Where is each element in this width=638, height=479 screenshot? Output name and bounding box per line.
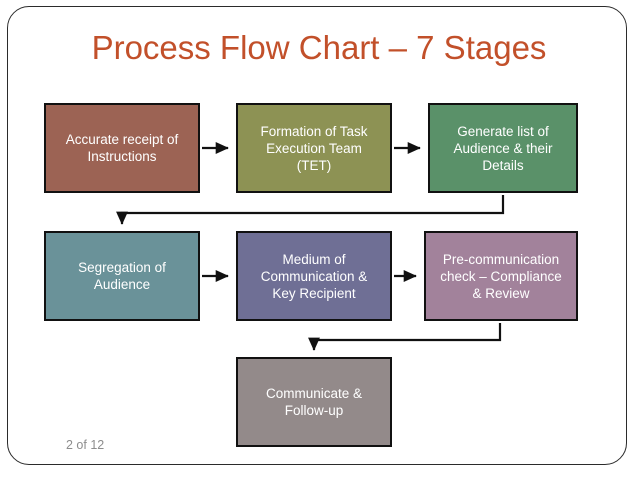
flow-node-segregation-of-audience[interactable]: Segregation of Audience: [44, 231, 200, 321]
flow-node-formation-of-task-execution-team[interactable]: Formation of Task Execution Team (TET): [236, 103, 392, 193]
flow-node-communicate-and-follow-up[interactable]: Communicate & Follow-up: [236, 357, 392, 447]
flow-node-accurate-receipt-of-instructions[interactable]: Accurate receipt of Instructions: [44, 103, 200, 193]
flow-node-label: Segregation of Audience: [78, 260, 166, 292]
flow-node-label: Generate list of Audience & their Detail…: [453, 123, 553, 173]
flow-node-pre-communication-check[interactable]: Pre-communication check – Compliance & R…: [424, 231, 578, 321]
page-title: Process Flow Chart – 7 Stages: [91, 29, 547, 66]
flow-node-label: Pre-communication check – Compliance & R…: [440, 251, 562, 301]
flow-node-label: Accurate receipt of Instructions: [65, 132, 179, 164]
flow-node-medium-of-communication[interactable]: Medium of Communication & Key Recipient: [236, 231, 392, 321]
flow-node-label: Medium of Communication & Key Recipient: [260, 251, 368, 301]
flow-node-label: Formation of Task Execution Team (TET): [260, 123, 368, 173]
flow-node-label: Communicate & Follow-up: [265, 386, 363, 418]
flow-node-generate-list-of-audience[interactable]: Generate list of Audience & their Detail…: [428, 103, 578, 193]
page-number: 2 of 12: [66, 438, 105, 452]
